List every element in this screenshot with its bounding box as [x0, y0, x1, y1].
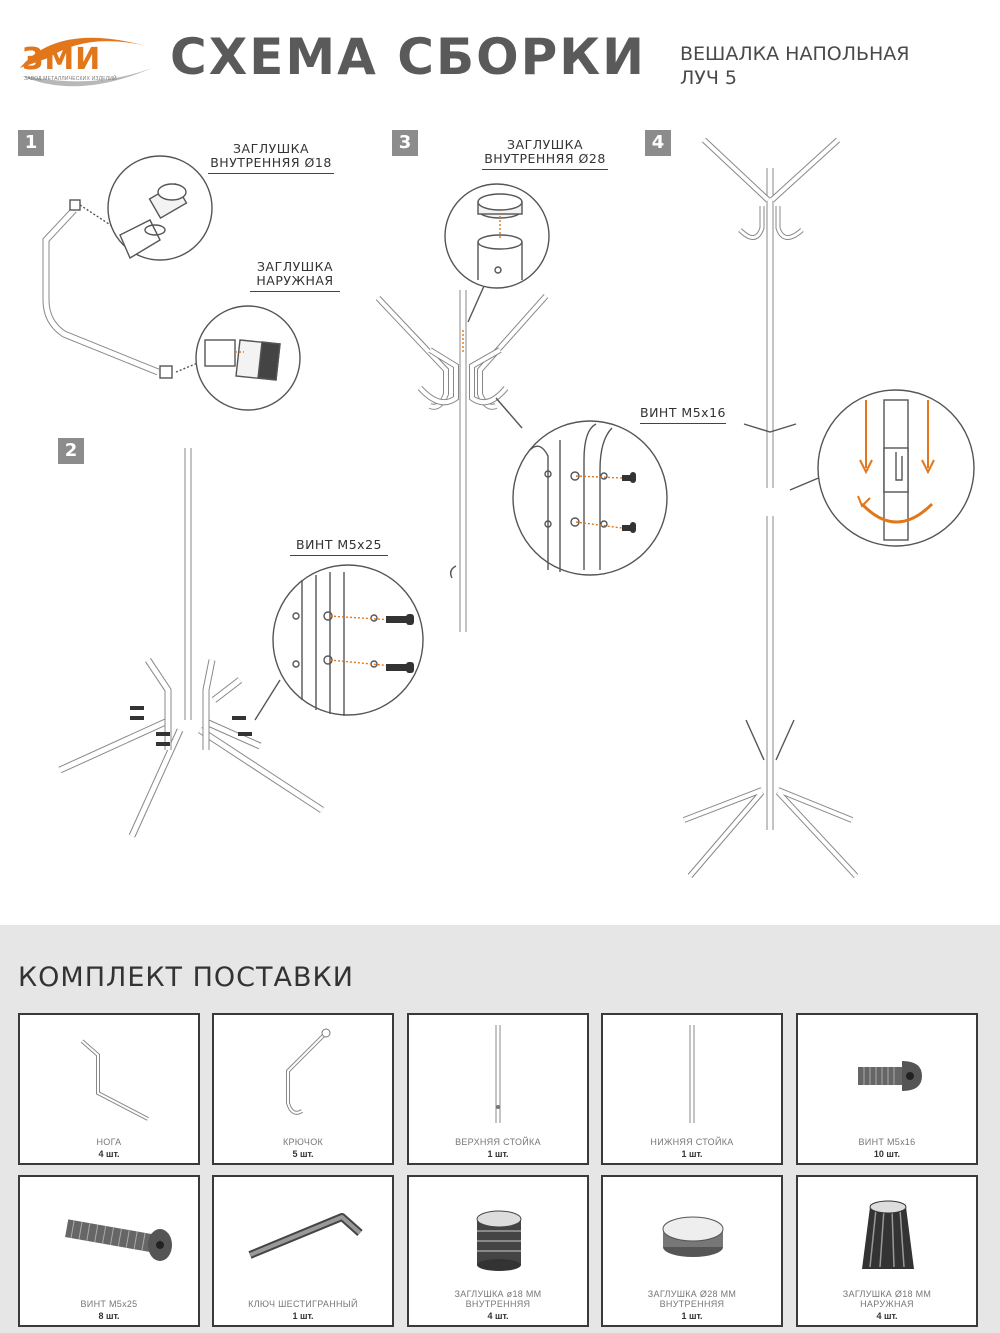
- kit-item-lower-post: НИЖНЯЯ СТОЙКА 1 шт.: [601, 1013, 783, 1165]
- kit-item-name: ВИНТ М5х25: [80, 1299, 138, 1309]
- callout-screw-m5x25-text: ВИНТ М5х25: [296, 537, 382, 552]
- kit-item-upper-post: ВЕРХНЯЯ СТОЙКА 1 шт.: [407, 1013, 589, 1165]
- assembly-diagram: [42, 137, 975, 879]
- step-4-marker: 4: [645, 130, 671, 156]
- step-4-assembled-drawing: [682, 137, 975, 879]
- detail-circle-screw-m5x25: [272, 564, 424, 716]
- kit-item-qty: 4 шт.: [876, 1311, 898, 1321]
- header: ЗМИ ЗАВОД МЕТАЛЛИЧЕСКИХ ИЗДЕЛИЙ СХЕМА СБ…: [0, 0, 1000, 110]
- kit-item-qty: 10 шт.: [873, 1149, 901, 1159]
- product-name-line2: ЛУЧ 5: [680, 67, 738, 89]
- kit-item-qty: 1 шт.: [681, 1311, 703, 1321]
- kit-item-qty: 5 шт.: [292, 1149, 314, 1159]
- callout-plug-inner-28-line1: ЗАГЛУШКА: [507, 137, 583, 152]
- kit-item-name: ВЕРХНЯЯ СТОЙКА: [455, 1137, 541, 1147]
- step-2-base-drawing: [58, 448, 424, 838]
- kit-item-plug-inner-28: ЗАГЛУШКА Ø28 ММ ВНУТРЕННЯЯ 1 шт.: [601, 1175, 783, 1327]
- kit-item-name: ВИНТ М5х16: [858, 1137, 916, 1147]
- plug-outer-18-icon: [862, 1200, 914, 1269]
- step-1-leg-drawing: [42, 155, 301, 411]
- callout-plug-inner-18-line1: ЗАГЛУШКА: [233, 141, 309, 156]
- kit-item-name: КЛЮЧ ШЕСТИГРАННЫЙ: [248, 1299, 358, 1309]
- kit-item-qty: 1 шт.: [292, 1311, 314, 1321]
- kit-item-name: ЗАГЛУШКА Ø18 ММ: [842, 1289, 932, 1299]
- callout-screw-m5x16-text: ВИНТ М5х16: [640, 405, 726, 420]
- kit-item-name: КРЮЧОК: [282, 1137, 324, 1147]
- callout-screw-m5x16: ВИНТ М5х16: [640, 406, 726, 424]
- product-name-line1: ВЕШАЛКА НАПОЛЬНАЯ: [680, 43, 910, 65]
- step-2-marker: 2: [58, 438, 84, 464]
- callout-plug-outer: ЗАГЛУШКА НАРУЖНАЯ: [250, 260, 340, 292]
- hex-key-icon: [248, 1213, 363, 1259]
- detail-circle-screw-m5x16: [512, 420, 668, 576]
- kit-item-hex-key: КЛЮЧ ШЕСТИГРАННЫЙ 1 шт.: [212, 1175, 394, 1327]
- kit-section: КОМПЛЕКТ ПОСТАВКИ НОГА 4 шт. КРЮЧОК 5 шт…: [0, 925, 1000, 1333]
- plug-inner-18-icon: [476, 1210, 522, 1271]
- step-3-top-drawing: [375, 183, 668, 632]
- kit-item-leg: НОГА 4 шт.: [18, 1013, 200, 1165]
- logo-text: ЗМИ: [22, 42, 102, 77]
- product-name: ВЕШАЛКА НАПОЛЬНАЯ ЛУЧ 5: [680, 42, 910, 90]
- hook-icon: [286, 1028, 331, 1115]
- callout-screw-m5x25: ВИНТ М5х25: [290, 538, 388, 556]
- logo-swoosh-icon: [20, 37, 152, 87]
- page-title: СХЕМА СБОРКИ: [170, 28, 646, 86]
- callout-plug-outer-line2: НАРУЖНАЯ: [256, 273, 334, 288]
- callout-plug-inner-28-line2: ВНУТРЕННЯЯ Ø28: [484, 151, 606, 166]
- kit-item-hook: КРЮЧОК 5 шт.: [212, 1013, 394, 1165]
- kit-item-name: НИЖНЯЯ СТОЙКА: [650, 1137, 734, 1147]
- kit-item-screw-m5x25: ВИНТ М5х25 8 шт.: [18, 1175, 200, 1327]
- kit-item-qty: 4 шт.: [98, 1149, 120, 1159]
- kit-title: КОМПЛЕКТ ПОСТАВКИ: [18, 962, 354, 993]
- kit-item-qty: 4 шт.: [487, 1311, 509, 1321]
- plug-inner-28-icon: [662, 1216, 724, 1257]
- kit-item-plug-inner-18: ЗАГЛУШКА ø18 ММ ВНУТРЕННЯЯ 4 шт.: [407, 1175, 589, 1327]
- kit-item-name: НОГА: [96, 1137, 122, 1147]
- step-3-marker: 3: [392, 130, 418, 156]
- brand-logo: ЗМИ ЗАВОД МЕТАЛЛИЧЕСКИХ ИЗДЕЛИЙ: [18, 28, 158, 94]
- kit-item-qty: 1 шт.: [487, 1149, 509, 1159]
- callout-plug-inner-28: ЗАГЛУШКА ВНУТРЕННЯЯ Ø28: [482, 138, 608, 170]
- callout-plug-inner-18-line2: ВНУТРЕННЯЯ Ø18: [210, 155, 332, 170]
- callout-plug-inner-18: ЗАГЛУШКА ВНУТРЕННЯЯ Ø18: [208, 142, 334, 174]
- callout-plug-outer-line1: ЗАГЛУШКА: [257, 259, 333, 274]
- step-1-marker: 1: [18, 130, 44, 156]
- kit-item-name-2: НАРУЖНАЯ: [860, 1299, 914, 1309]
- kit-item-qty: 8 шт.: [98, 1311, 120, 1321]
- screw-m5x25-icon: [65, 1219, 172, 1261]
- lower-post-icon: [689, 1025, 695, 1123]
- screw-m5x16-icon: [858, 1061, 922, 1091]
- kit-item-name-2: ВНУТРЕННЯЯ: [659, 1299, 725, 1309]
- kit-item-name: ЗАГЛУШКА ø18 ММ: [454, 1289, 542, 1299]
- logo-subtitle: ЗАВОД МЕТАЛЛИЧЕСКИХ ИЗДЕЛИЙ: [24, 76, 117, 82]
- kit-item-qty: 1 шт.: [681, 1149, 703, 1159]
- kit-item-screw-m5x16: ВИНТ М5х16 10 шт.: [796, 1013, 978, 1165]
- kit-item-name: ЗАГЛУШКА Ø28 ММ: [647, 1289, 737, 1299]
- kit-item-plug-outer-18: ЗАГЛУШКА Ø18 ММ НАРУЖНАЯ 4 шт.: [796, 1175, 978, 1327]
- leg-icon: [80, 1039, 149, 1121]
- kit-item-name-2: ВНУТРЕННЯЯ: [465, 1299, 531, 1309]
- upper-post-icon: [495, 1025, 501, 1123]
